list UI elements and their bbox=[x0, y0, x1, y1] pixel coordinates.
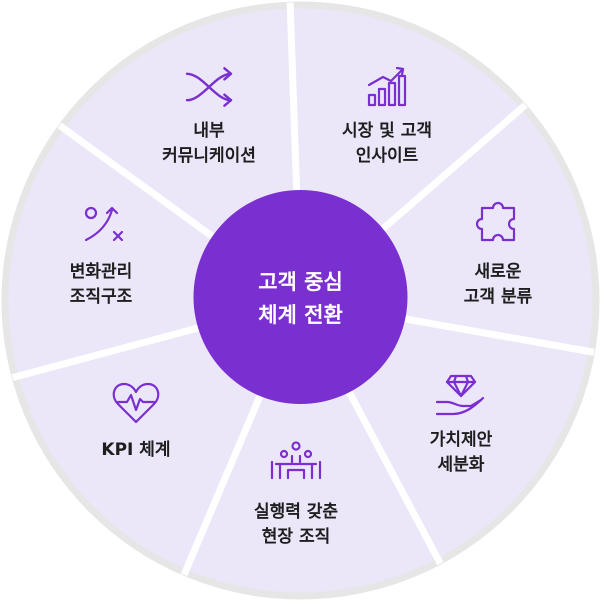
segment-label-line1: 변화관리 bbox=[70, 262, 133, 282]
team-meeting-icon bbox=[270, 441, 322, 480]
segment-label-line2: 조직구조 bbox=[70, 287, 133, 307]
segment-internal-communication: 내부 커뮤니케이션 bbox=[162, 67, 256, 166]
heart-pulse-icon bbox=[112, 382, 160, 424]
diamond-hand-icon bbox=[435, 374, 485, 416]
shuffle-icon bbox=[185, 67, 233, 107]
segment-value-proposition: 가치제안 세분화 bbox=[430, 374, 493, 475]
segment-label-line2: 현장 조직 bbox=[262, 527, 330, 547]
segment-label-line2: 세분화 bbox=[438, 455, 485, 475]
segment-kpi-system: KPI 체계 bbox=[101, 382, 171, 460]
segment-label-line2: 고객 분류 bbox=[464, 287, 533, 307]
growth-chart-icon bbox=[367, 66, 407, 107]
segment-market-insight: 시장 및 고객 인사이트 bbox=[342, 66, 432, 166]
center-title-line1: 고객 중심 bbox=[258, 270, 343, 294]
segment-label-line1: KPI 체계 bbox=[101, 440, 170, 460]
strategy-play-icon bbox=[84, 206, 124, 242]
segment-label-line1: 시장 및 고객 bbox=[342, 121, 432, 141]
segment-label-line1: 실행력 갖춘 bbox=[254, 502, 338, 522]
center-circle bbox=[193, 190, 408, 404]
segment-label-line1: 가치제안 bbox=[430, 430, 493, 450]
segment-change-management: 변화관리 조직구조 bbox=[70, 206, 133, 307]
segment-label-line1: 새로운 bbox=[475, 262, 522, 282]
wheel-segment bbox=[186, 300, 438, 593]
puzzle-icon bbox=[475, 201, 516, 242]
segment-label-line1: 내부 bbox=[193, 121, 225, 141]
segment-label-line2: 커뮤니케이션 bbox=[162, 146, 256, 166]
segment-new-customer-segmentation: 새로운 고객 분류 bbox=[464, 201, 533, 307]
segment-executing-field-organization: 실행력 갖춘 현장 조직 bbox=[254, 441, 338, 547]
center-title-line2: 체계 전환 bbox=[258, 303, 343, 327]
segment-label-line2: 인사이트 bbox=[356, 146, 419, 166]
